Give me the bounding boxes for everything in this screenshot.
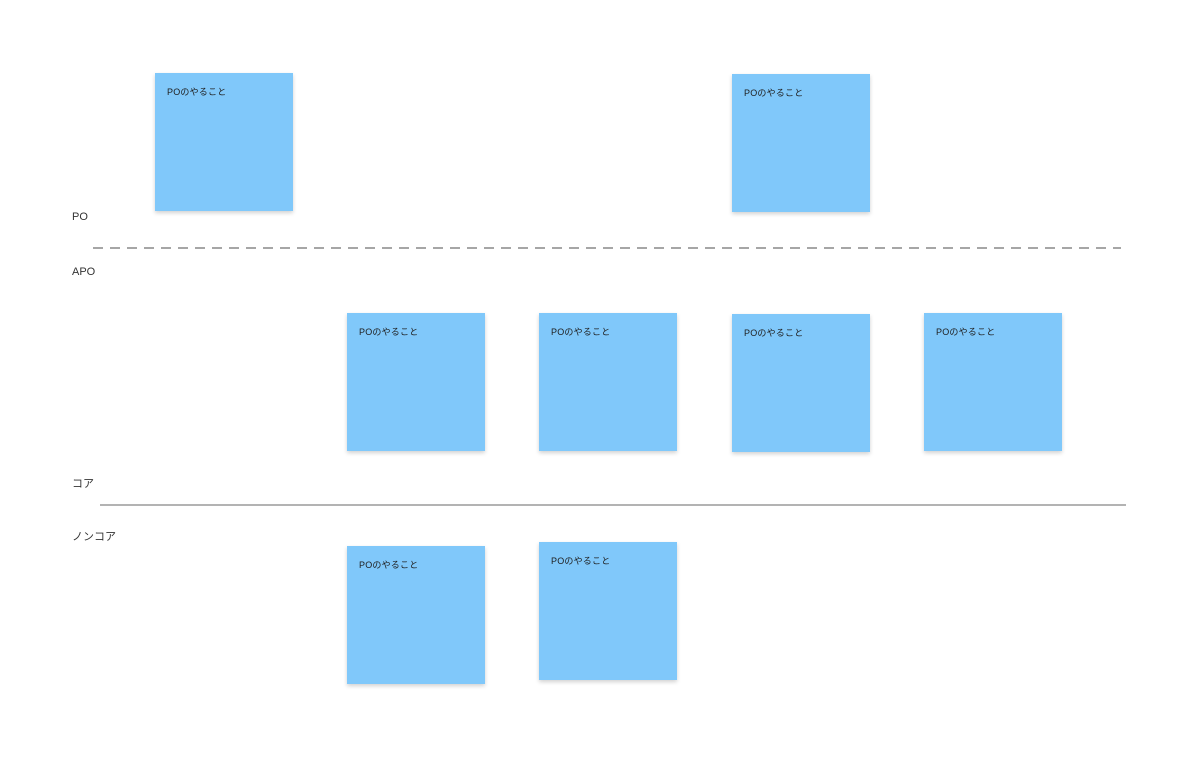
- sticky-note-text: POのやること: [359, 560, 419, 570]
- divider-solid-line[interactable]: [100, 504, 1126, 506]
- sticky-note[interactable]: POのやること: [924, 313, 1062, 451]
- sticky-note[interactable]: POのやること: [347, 546, 485, 684]
- sticky-note-text: POのやること: [936, 327, 996, 337]
- sticky-note[interactable]: POのやること: [539, 313, 677, 451]
- sticky-note-text: POのやること: [359, 327, 419, 337]
- divider-dashed-line[interactable]: [93, 247, 1121, 249]
- sticky-note[interactable]: POのやること: [155, 73, 293, 211]
- sticky-note-text: POのやること: [551, 556, 611, 566]
- lane-label-po[interactable]: PO: [72, 211, 88, 223]
- lane-label-core[interactable]: コア: [72, 478, 94, 490]
- sticky-note-text: POのやること: [167, 87, 227, 97]
- sticky-note[interactable]: POのやること: [539, 542, 677, 680]
- sticky-note[interactable]: POのやること: [732, 74, 870, 212]
- sticky-note[interactable]: POのやること: [347, 313, 485, 451]
- lane-label-noncore[interactable]: ノンコア: [72, 531, 116, 543]
- sticky-note-text: POのやること: [744, 328, 804, 338]
- lane-label-apo[interactable]: APO: [72, 266, 96, 278]
- sticky-note[interactable]: POのやること: [732, 314, 870, 452]
- sticky-note-text: POのやること: [551, 327, 611, 337]
- sticky-note-text: POのやること: [744, 88, 804, 98]
